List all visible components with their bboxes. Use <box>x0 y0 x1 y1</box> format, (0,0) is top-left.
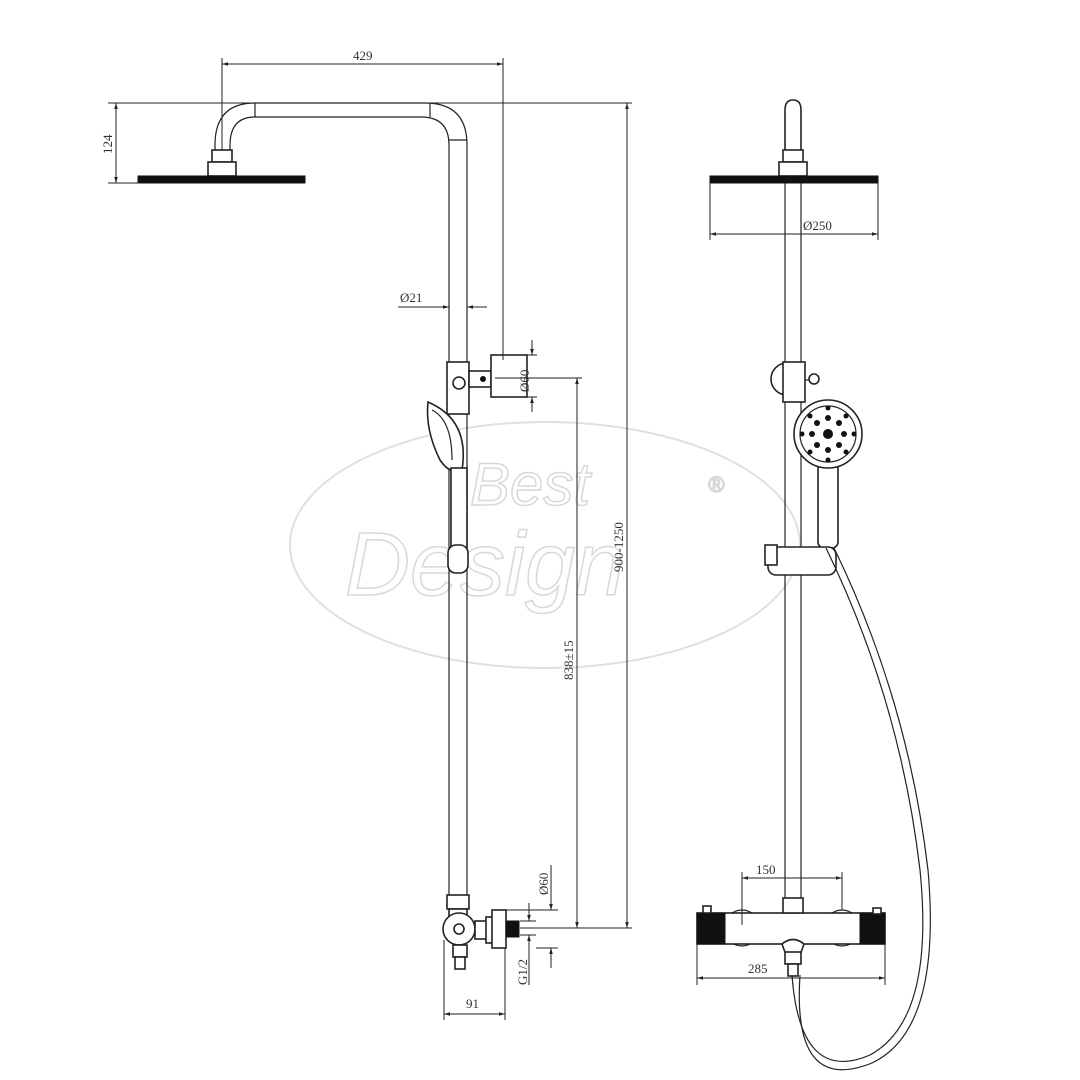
side-view <box>137 102 528 970</box>
hand-shower-handle <box>450 467 468 549</box>
dim-d21: Ø21 <box>400 290 422 305</box>
dim-d60-lower: Ø60 <box>536 873 551 895</box>
arm-outer <box>214 102 468 895</box>
slide-holder <box>447 544 469 574</box>
front-dimensions: Ø250 150 285 <box>696 183 886 985</box>
dim-d60-upper: Ø60 <box>517 370 532 392</box>
dim-150: 150 <box>756 862 776 877</box>
dim-900-1250: 900-1250 <box>611 522 626 572</box>
rain-head-front <box>709 175 879 184</box>
flow-knob <box>859 912 886 945</box>
dim-91: 91 <box>466 996 479 1011</box>
front-view <box>696 99 931 1071</box>
dim-g12: G1/2 <box>515 959 530 985</box>
watermark-text-design: Design <box>345 515 625 615</box>
dim-124: 124 <box>100 134 115 154</box>
dim-d250: Ø250 <box>803 218 832 233</box>
watermark-registered: ® <box>708 472 725 497</box>
dim-838: 838±15 <box>561 640 576 680</box>
watermark-logo: Best Design ® <box>289 421 801 669</box>
thread-connector <box>505 920 520 938</box>
side-dimensions: 429 124 Ø21 Ø60 838±15 900-1250 Ø60 G1/2 <box>100 48 632 1020</box>
wall-flange <box>491 909 507 949</box>
head-connector <box>211 149 233 163</box>
slide-bar-holder <box>767 546 837 576</box>
top-cap <box>784 99 802 161</box>
arm-inner <box>229 116 450 895</box>
dim-285: 285 <box>748 961 768 976</box>
wall-bracket <box>490 354 528 398</box>
watermark-text-best: Best <box>470 451 592 518</box>
hand-shower-handle-front <box>817 461 839 549</box>
temperature-knob <box>696 912 726 945</box>
dim-429: 429 <box>353 48 373 63</box>
rain-head-side <box>137 175 306 184</box>
hose <box>791 547 924 1062</box>
